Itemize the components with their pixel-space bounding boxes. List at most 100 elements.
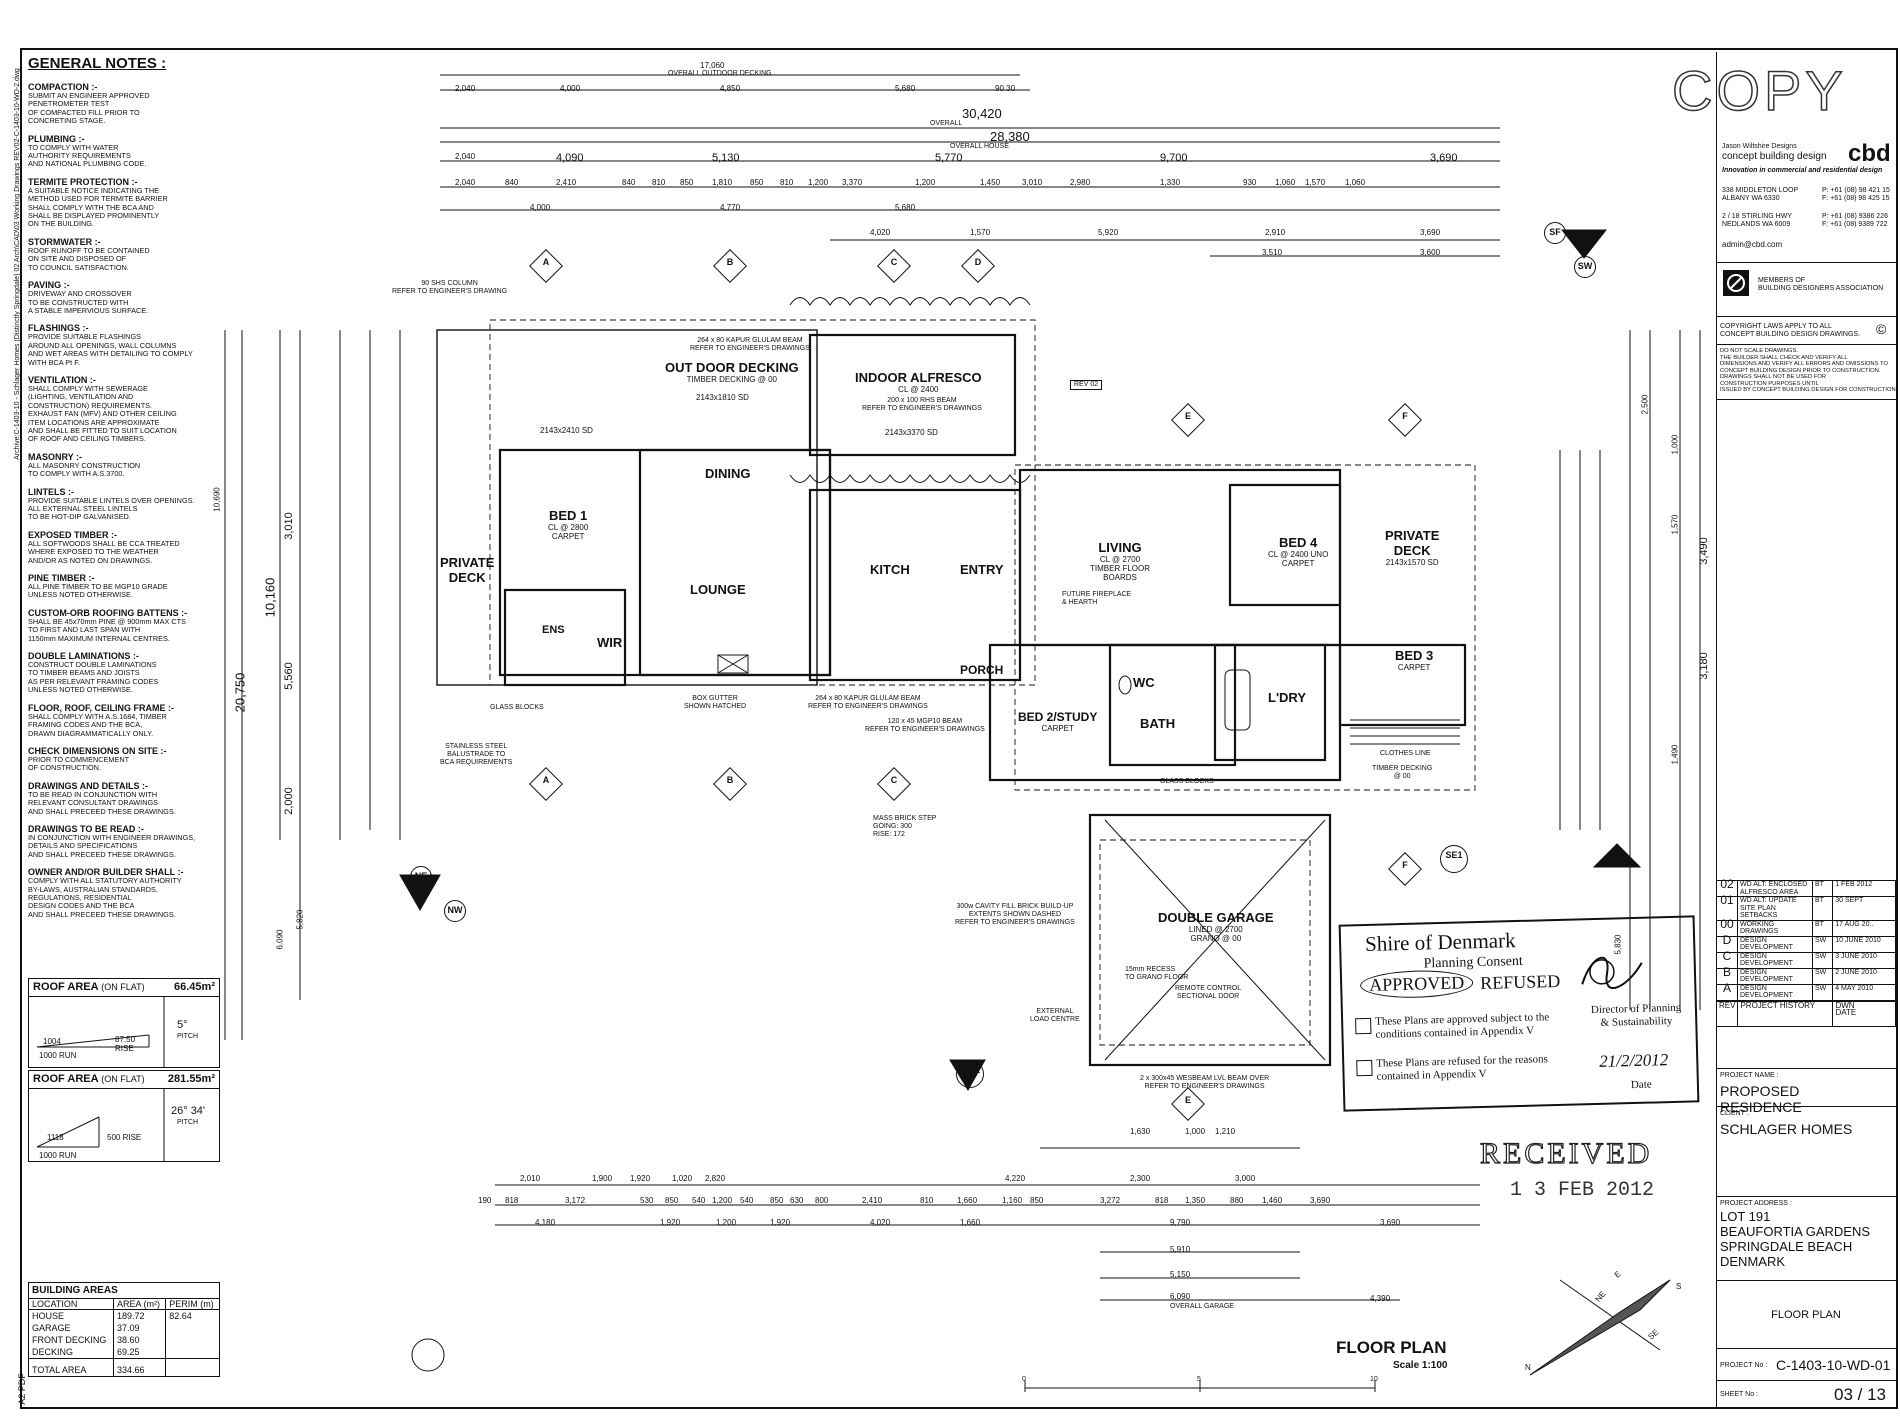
- general-note-heading: CHECK DIMENSIONS ON SITE :-: [28, 745, 167, 756]
- general-note: OWNER AND/OR BUILDER SHALL :-COMPLY WITH…: [28, 867, 220, 919]
- dim-right: 1,490: [1670, 744, 1680, 765]
- section-marker-c-label: C: [890, 775, 898, 785]
- revision-date: 4 MAY 2010: [1832, 983, 1896, 1001]
- dim-bottom-chain: 3,172: [565, 1196, 586, 1205]
- section-marker-a-label: A: [542, 775, 550, 785]
- dim-bottom-chain: 818: [505, 1196, 519, 1205]
- general-note-text: TO COMPLY WITH WATER AUTHORITY REQUIREME…: [28, 142, 147, 169]
- general-note: PINE TIMBER :-ALL PINE TIMBER TO BE MGP1…: [28, 573, 220, 600]
- general-note-text: SHALL COMPLY WITH SEWERAGE (LIGHTING, VE…: [28, 383, 177, 444]
- general-note-text: PROVIDE SUITABLE LINTELS OVER OPENINGS. …: [28, 495, 195, 522]
- elevation-marker-nw1: NW1: [956, 1060, 984, 1088]
- disclaimer-row: DO NOT SCALE DRAWINGS. THE BUILDER SHALL…: [1716, 344, 1897, 400]
- dim-bottom-chain: 850: [770, 1196, 784, 1205]
- roof-pitch-label: PITCH: [177, 1033, 198, 1040]
- dim-right: 3,180: [1697, 652, 1710, 680]
- room-ens: ENS: [542, 624, 565, 636]
- general-note-text: SUBMIT AN ENGINEER APPROVED PENETROMETER…: [28, 91, 150, 126]
- project-no: C-1403-10-WD-01: [1776, 1357, 1891, 1373]
- building-area-cell: 37.09: [113, 1322, 167, 1334]
- note-glass-blocks: GLASS BLOCKS: [1160, 778, 1214, 785]
- dim-bottom: 2,300: [1130, 1174, 1151, 1183]
- building-area-cell: 38.60: [113, 1334, 167, 1346]
- general-note: DRAWINGS AND DETAILS :-TO BE READ IN CON…: [28, 781, 220, 816]
- dim-top-chain: 2,410: [556, 178, 577, 187]
- revision-by: SW: [1811, 983, 1834, 1001]
- general-note-text: SHALL COMPLY WITH A.S.1684, TIMBER FRAMI…: [28, 711, 167, 738]
- building-area-cell: FRONT DECKING: [29, 1334, 114, 1346]
- dim-top-chain: 810: [780, 178, 794, 187]
- dim-bottom: 1,630: [1130, 1127, 1151, 1136]
- dim-bottom: 9,790: [1170, 1218, 1191, 1227]
- dim-bottom: 4,390: [1370, 1294, 1391, 1303]
- building-area-cell: 69.25: [113, 1346, 167, 1359]
- stamp-approved: APPROVED: [1359, 969, 1474, 1000]
- general-note-heading: DRAWINGS AND DETAILS :-: [28, 780, 148, 791]
- dim-top-chain: 840: [622, 178, 636, 187]
- general-note: PAVING :-DRIVEWAY AND CROSSOVER TO BE CO…: [28, 280, 220, 315]
- note-kapur-beam: 264 x 80 KAPUR GLULAM BEAM REFER TO ENGI…: [808, 695, 928, 710]
- project-name: PROPOSED RESIDENCE: [1720, 1083, 1802, 1115]
- dim-left: 3,010: [282, 512, 295, 540]
- copyright-icon: ©: [1876, 321, 1887, 337]
- elevation-marker-nw: NW: [444, 900, 466, 922]
- room-private-deck-left: PRIVATE DECK: [440, 555, 495, 585]
- dim-bottom: 3,690: [1380, 1218, 1401, 1227]
- client-row: CLIENT : SCHLAGER HOMES: [1716, 1106, 1896, 1196]
- dim-top: 4,000: [560, 84, 581, 93]
- sheet-no-label: SHEET No :: [1720, 1391, 1758, 1398]
- dim-top: 2,040: [455, 152, 476, 161]
- dim-overall: 30,420: [962, 106, 1002, 121]
- drawing-scale: Scale 1:100: [1393, 1360, 1448, 1371]
- general-note-heading: FLASHINGS :-: [28, 323, 89, 334]
- dim-left: 2,000: [282, 787, 295, 815]
- sheet-title-row: FLOOR PLAN: [1716, 1280, 1896, 1348]
- email-address: admin@cbd.com: [1722, 240, 1783, 249]
- rev-header: REV: [1715, 1000, 1739, 1027]
- dim-bottom-chain: 190: [478, 1196, 492, 1205]
- dim-bottom: 3,000: [1235, 1174, 1256, 1183]
- dim-overall-house: 28,380: [990, 129, 1030, 144]
- revision-desc: DESIGN DEVELOPMENT: [1737, 983, 1813, 1001]
- general-note: DRAWINGS TO BE READ :-IN CONJUNCTION WIT…: [28, 824, 220, 859]
- received-date: 1 3 FEB 2012: [1510, 1179, 1655, 1202]
- building-area-cell: 82.64: [169, 1311, 192, 1321]
- roof-area-pitched-panel: ROOF AREA (ON FLAT) 281.55m² 1118 1000 R…: [28, 1070, 220, 1162]
- roof-rafter-length: 1004: [43, 1037, 61, 1046]
- dim-top-chain: 1,810: [712, 178, 733, 187]
- room-dining: DINING: [705, 466, 751, 481]
- project-name-label: PROJECT NAME :: [1720, 1072, 1779, 1079]
- planning-consent-stamp: Shire of Denmark Planning Consent APPROV…: [1338, 915, 1700, 1112]
- dim-top: 3,510: [1262, 248, 1283, 257]
- dim-top-chain: 1,060: [1275, 178, 1296, 187]
- general-note-heading: FLOOR, ROOF, CEILING FRAME :-: [28, 702, 174, 713]
- general-note-heading: PAVING :-: [28, 280, 70, 291]
- dim-bottom: 1,900: [592, 1174, 613, 1183]
- dim-bottom: 2,820: [705, 1174, 726, 1183]
- stamp-refused-text: These Plans are refused for the reasons …: [1376, 1053, 1549, 1083]
- roof-pitch-diagram: [36, 997, 165, 1067]
- dim-bottom-chain: 818: [1155, 1196, 1169, 1205]
- copy-watermark: COPY: [1671, 58, 1847, 123]
- dim-overall-outdoor-decking: 17,060: [700, 61, 725, 70]
- note-alfresco-beam: 200 x 100 RHS BEAM REFER TO ENGINEER'S D…: [862, 397, 982, 412]
- roof-run: 1000 RUN: [39, 1051, 77, 1060]
- sheet-no-row: SHEET No : 03 / 13: [1716, 1380, 1896, 1408]
- roof-pitch: 26° 34': [171, 1105, 206, 1117]
- note-wesbeam: 2 x 300x45 WESBEAM LVL BEAM OVER REFER T…: [1140, 1075, 1270, 1090]
- general-note-text: PRIOR TO COMMENCEMENT OF CONSTRUCTION.: [28, 754, 130, 773]
- revision-date: 30 SEPT: [1832, 896, 1896, 921]
- general-note-text: ALL SOFTWOODS SHALL BE CCA TREATED WHERE…: [28, 538, 180, 565]
- roof-rise-label: 500 RISE: [107, 1133, 142, 1142]
- firm-tagline: Innovation in commercial and residential…: [1722, 167, 1883, 174]
- copyright-text: COPYRIGHT LAWS APPLY TO ALL CONCEPT BUIL…: [1720, 323, 1861, 338]
- dim-bottom-chain: 1,350: [1185, 1196, 1206, 1205]
- elevation-marker-sf: SF: [1544, 222, 1566, 244]
- stamp-approved-checkbox: [1355, 1017, 1372, 1035]
- dim-top: 9,700: [1160, 152, 1188, 164]
- building-areas-title: BUILDING AREAS: [29, 1283, 219, 1299]
- revision-desc: DESIGN DEVELOPMENT: [1737, 935, 1813, 953]
